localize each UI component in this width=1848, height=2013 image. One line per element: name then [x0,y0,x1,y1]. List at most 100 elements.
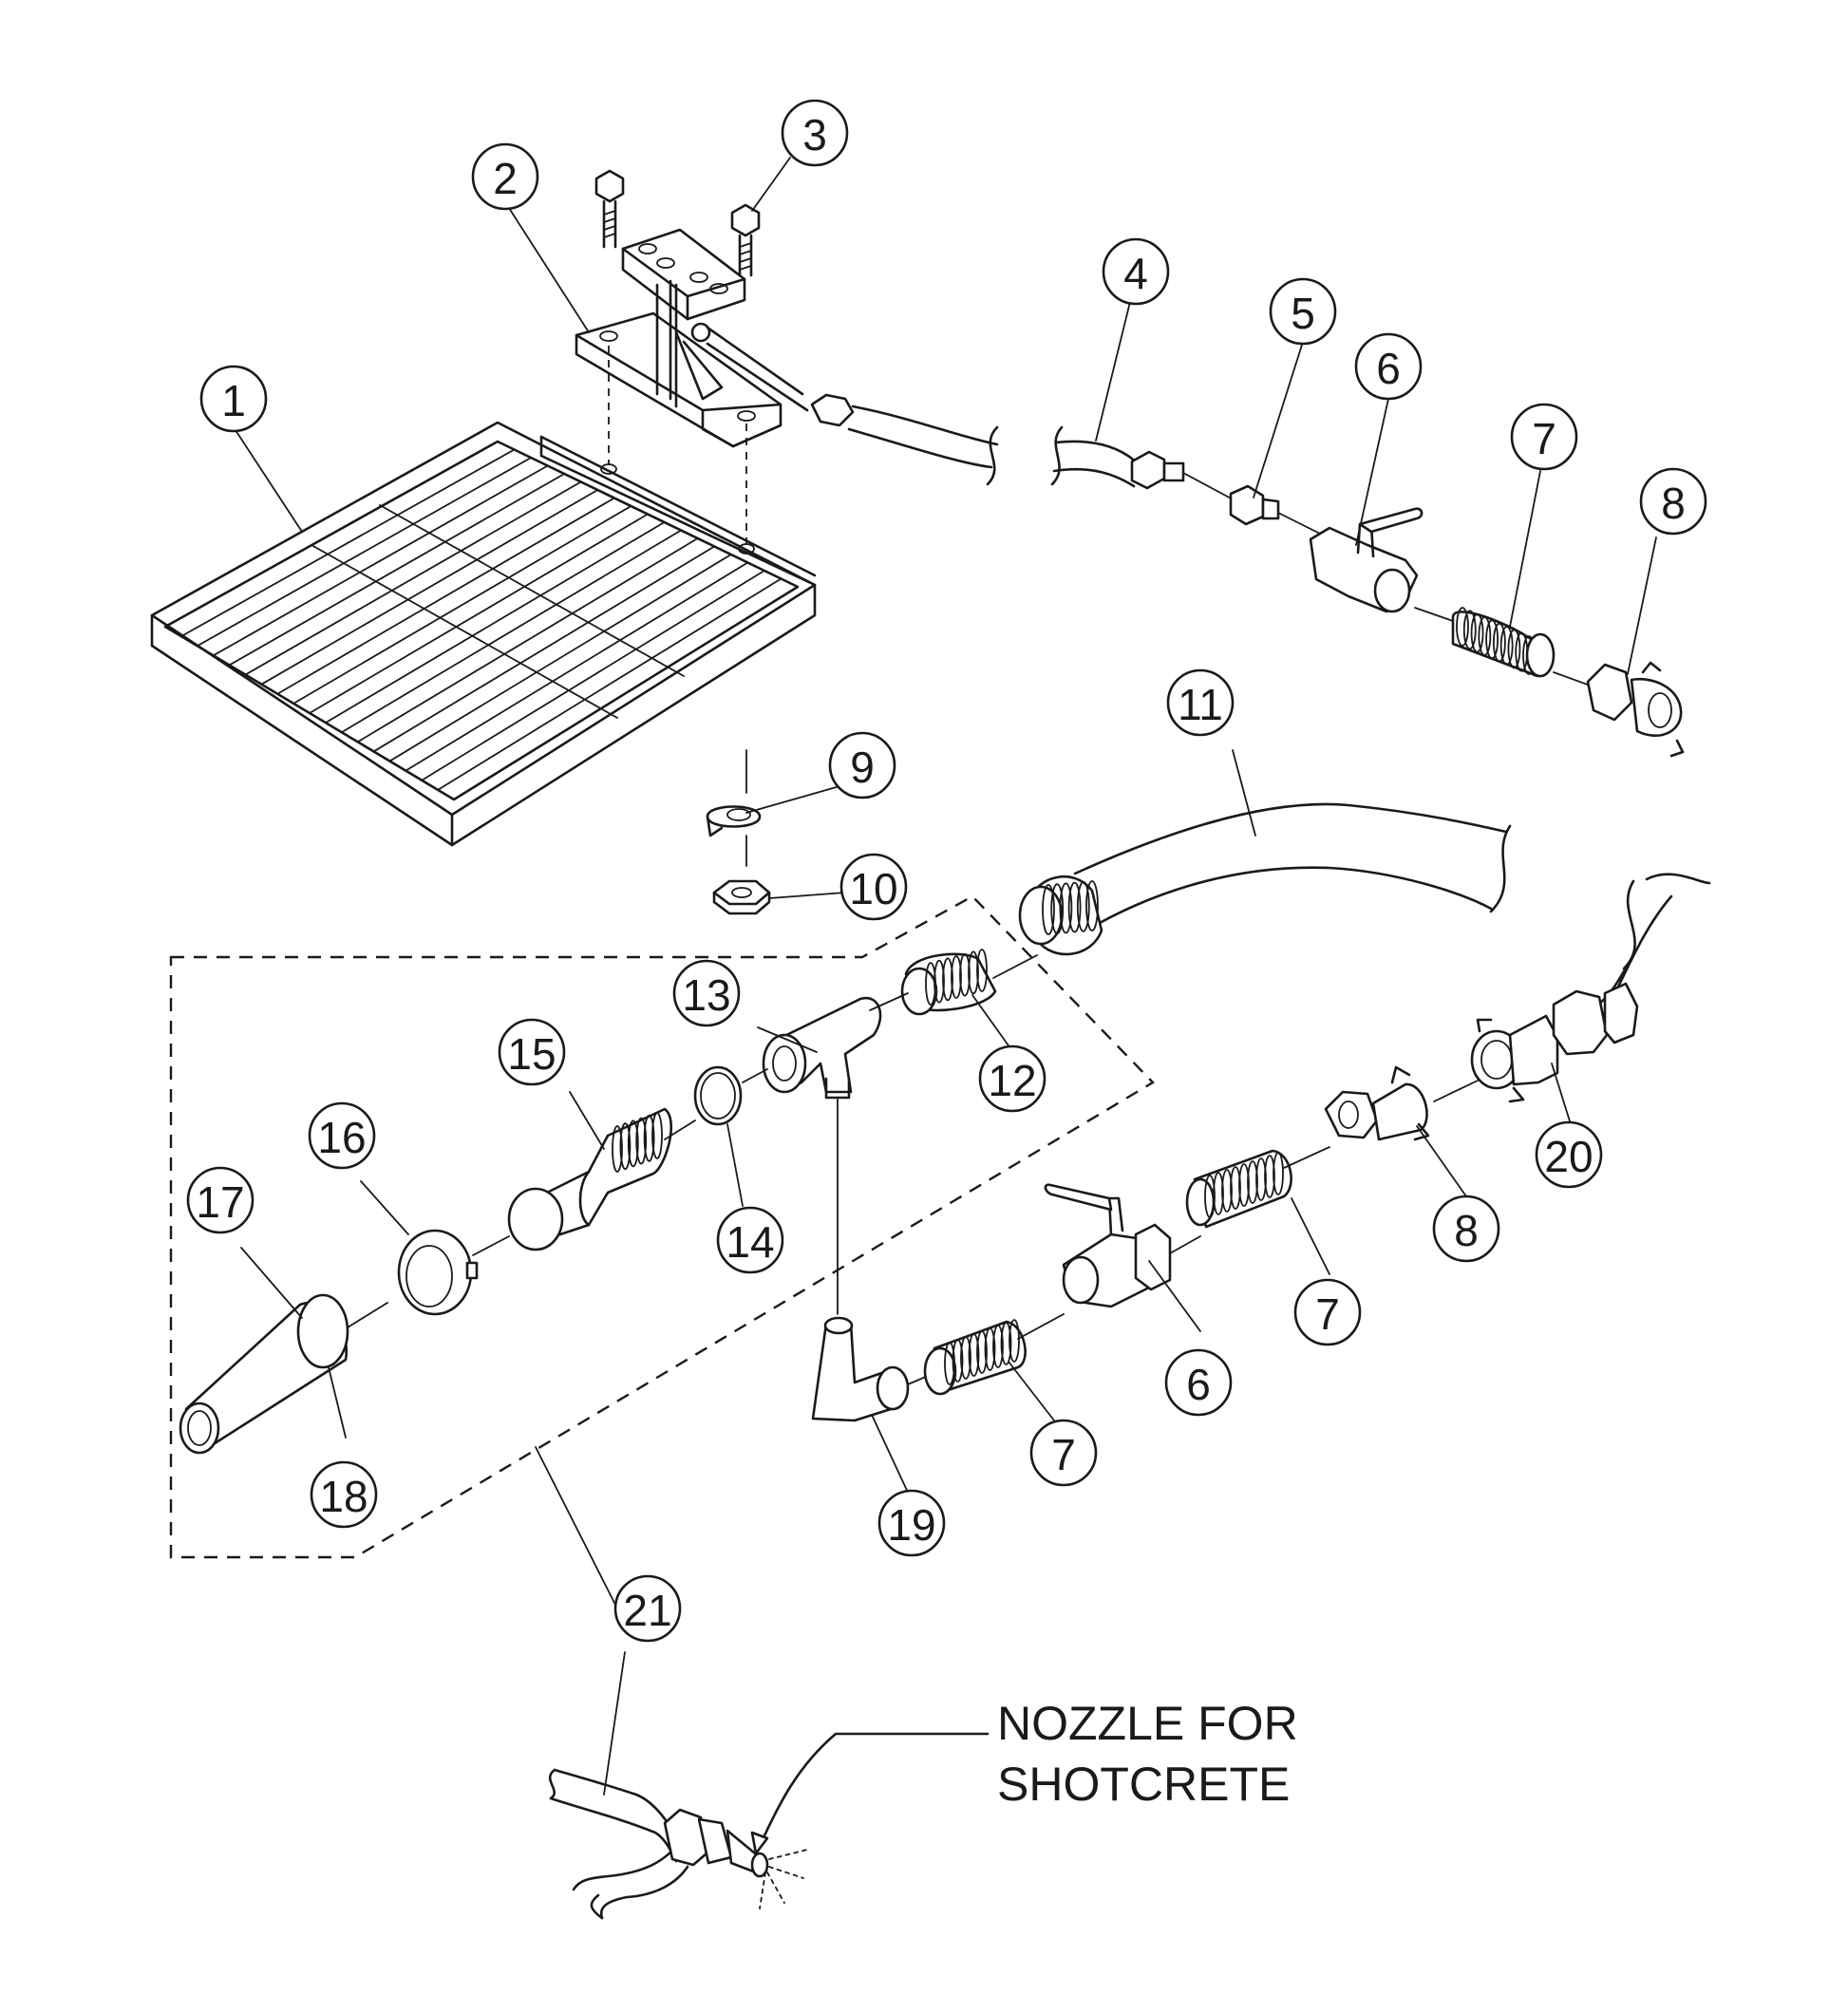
callout-18: 18 [310,1460,378,1529]
callout-number: 5 [1291,289,1315,338]
callout-21: 7 [1293,1278,1362,1346]
callout-circle [186,1166,255,1234]
callout-circle [498,1018,566,1086]
callout-23: 8 [1432,1195,1500,1263]
callout-number: 7 [1051,1430,1076,1479]
callout-circle [828,731,896,800]
washer-and-nut [706,805,771,915]
note-line-1: NOZZLE FOR [997,1697,1298,1750]
callout-number: 6 [1186,1360,1211,1409]
callout-20: 6 [1164,1348,1233,1417]
assembly-lines [600,346,755,867]
callout-number: 17 [196,1177,244,1227]
callout-7: 7 [1510,403,1578,471]
callout-13: 13 [672,959,741,1027]
callout-number: 11 [1178,680,1223,729]
callout-9: 9 [828,731,896,800]
callout-circle [1164,1348,1233,1417]
callout-number: 2 [493,154,518,203]
nozzle-tip-17 [179,1293,388,1455]
callout-circle [1510,403,1578,471]
o-ring-14 [693,1065,768,1126]
callout-number: 8 [1661,479,1686,528]
elbow-19 [811,1316,935,1422]
mounting-bracket [575,228,809,448]
nozzle-note: NOZZLE FOR SHOTCRETE [997,1697,1298,1811]
callout-number: 7 [1315,1289,1340,1339]
callout-number: 1 [221,376,246,425]
callout-circle [716,1206,784,1274]
callout-circle [1029,1419,1098,1487]
callout-number: 18 [319,1472,368,1521]
callout-number: 7 [1532,414,1556,463]
spray-lines [759,1849,808,1910]
callout-circle [471,142,539,211]
callout-11: 11 [1166,668,1235,737]
leader-lines [233,157,1657,1796]
callout-number: 6 [1376,344,1401,393]
callout-number: 8 [1454,1206,1479,1255]
callout-number: 20 [1544,1132,1593,1181]
note-line-2: SHOTCRETE [997,1758,1290,1811]
clamp-ring-16 [397,1229,510,1316]
callout-14: 14 [716,1206,784,1274]
callout-10: 10 [839,853,908,921]
callout-number: 4 [1123,249,1148,298]
shotcrete-nozzle-inset [548,1732,990,1920]
callout-number: 9 [850,743,875,792]
callout-15: 15 [498,1018,566,1086]
sub-assembly-boundary [169,894,1155,1559]
callout-1: 1 [199,365,268,433]
callout-circle [1432,1195,1500,1263]
water-supply-line-top [810,393,1685,758]
callout-19: 19 [877,1489,946,1557]
callout-number: 15 [507,1029,556,1079]
callout-12: 12 [978,1044,1047,1113]
callout-25: 21 [613,1574,682,1643]
callout-circle [1535,1120,1603,1189]
callout-circle [1269,277,1337,346]
callout-2: 2 [471,142,539,211]
callout-circle [1102,237,1170,306]
callout-8: 8 [1639,467,1707,536]
callout-22: 7 [1029,1419,1098,1487]
callout-circle [877,1489,946,1557]
callout-number: 16 [317,1113,366,1162]
water-line-bottom [923,982,1639,1396]
callout-number: 3 [802,110,827,160]
callout-4: 4 [1102,237,1170,306]
callout-24: 20 [1535,1120,1603,1189]
callout-number: 12 [988,1056,1036,1105]
coupling-12 [900,949,1038,1016]
callout-number: 10 [849,864,897,913]
bolts [594,169,761,277]
callout-circle [839,853,908,921]
callout-3: 3 [781,99,849,167]
callout-circle [1293,1278,1362,1346]
adapter-15 [507,1107,696,1251]
callout-circle [199,365,268,433]
callout-circle [1354,332,1423,401]
callout-number: 13 [682,970,730,1020]
callout-circle [613,1574,682,1643]
callout-5: 5 [1269,277,1337,346]
callout-circle [308,1101,376,1170]
material-hose [1018,802,1711,1027]
callout-17: 17 [186,1166,255,1234]
callout-circle [781,99,849,167]
tee-fitting-13 [762,992,909,1315]
callout-circle [672,959,741,1027]
callout-16: 16 [308,1101,376,1170]
callout-number: 14 [726,1217,774,1267]
callout-6: 6 [1354,332,1423,401]
screen-grate [150,421,817,847]
callout-number: 21 [623,1586,671,1635]
callout-number: 19 [887,1500,935,1550]
callout-circle [1639,467,1707,536]
callout-circle [310,1460,378,1529]
callout-circle [1166,668,1235,737]
callout-circle [978,1044,1047,1113]
